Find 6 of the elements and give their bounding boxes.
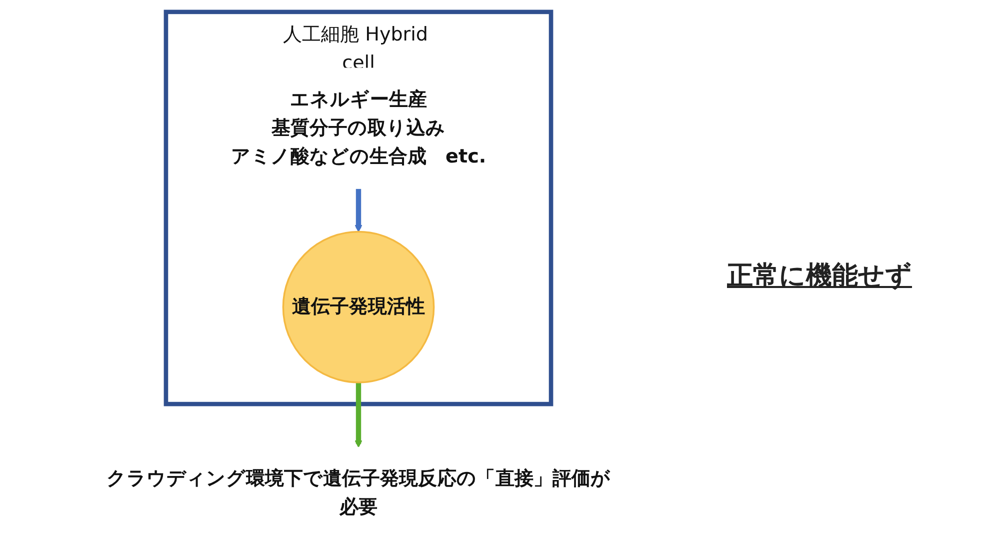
node-circle: 遺伝子発現活性 (282, 230, 435, 384)
arrow (354, 188, 362, 232)
node-text: エネルギー生産 基質分子の取り込み アミノ酸などの生合成 etc. (230, 88, 486, 168)
arrow (354, 382, 362, 448)
node-text: クラウディング環境下で遺伝子発現反応の「直接」評価が必要 (106, 468, 610, 518)
note-text: 正常に機能せず (727, 260, 913, 293)
